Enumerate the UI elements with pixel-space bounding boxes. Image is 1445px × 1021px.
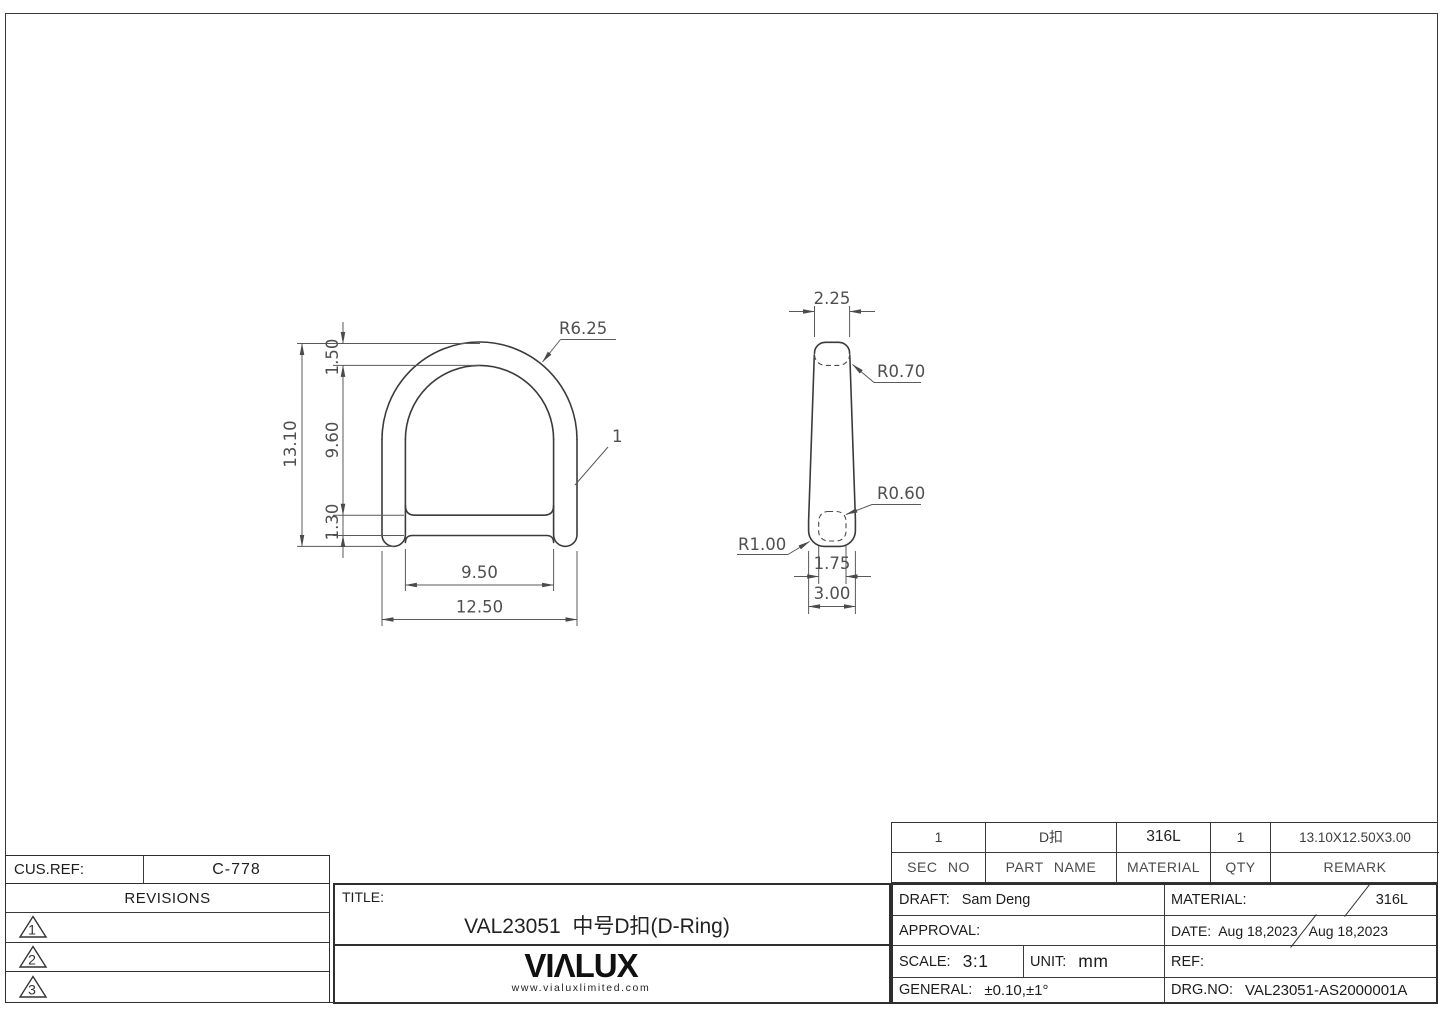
dim-inner-height: 9.60: [323, 422, 342, 459]
revision-triangle-icon: 1: [18, 915, 48, 938]
ref-cell: REF:: [1165, 946, 1436, 978]
dim-top-thickness: 1.50: [323, 339, 342, 376]
drg-no-value: VAL23051-AS2000001A: [1245, 981, 1408, 999]
crossbar-bottom: [404, 534, 555, 544]
ref-label: REF:: [1171, 953, 1205, 970]
dim-bottom-radius: R1.00: [738, 535, 786, 554]
general-cell: GENERAL: ±0.10,±1°: [893, 978, 1165, 1002]
top-cap-hidden: [813, 354, 851, 366]
side-view: [807, 341, 857, 548]
dimension-texts: 13.10 1.50 9.60 1.30 9.50 12.50 R6.25 1 …: [281, 289, 925, 617]
outer-arch: [381, 341, 578, 441]
date-draft: Aug 18,2023: [1218, 922, 1298, 939]
part-qty: 1: [1211, 823, 1271, 853]
top-cap: [813, 341, 851, 355]
parts-table: 1 D扣 316L 1 13.10X12.50X3.00 SEC NO PART…: [891, 822, 1439, 883]
dim-bar-thickness: 1.30: [323, 504, 342, 541]
material-value: 316L: [1375, 892, 1408, 908]
revisions-header: REVISIONS: [6, 884, 329, 913]
header-part-name: PART NAME: [986, 852, 1117, 882]
front-view: [381, 341, 578, 548]
header-qty: QTY: [1211, 852, 1271, 882]
cus-ref-value: C-778: [212, 860, 261, 878]
dimension-lines: [299, 309, 921, 622]
dim-core-radius: R0.60: [877, 484, 925, 503]
dim-core-width: 1.75: [814, 554, 851, 573]
material-cell: MATERIAL: 316L: [1165, 883, 1436, 917]
revision-row: 1: [6, 913, 329, 943]
dim-overall-height: 13.10: [281, 420, 300, 467]
general-value: ±0.10,±1°: [984, 981, 1049, 999]
hidden-lines: [813, 354, 851, 542]
title-box: TITLE: VAL23051 中号D扣(D-Ring): [333, 883, 891, 946]
unit-label: UNIT:: [1030, 953, 1067, 970]
left-leg: [381, 438, 407, 548]
draft-value: Sam Deng: [961, 892, 1031, 908]
crossbar-top: [404, 504, 555, 516]
vialux-logo: VIΛLUX: [524, 947, 638, 984]
part-remark: 13.10X12.50X3.00: [1271, 823, 1439, 853]
draft-label: DRAFT:: [899, 892, 950, 908]
header-material: MATERIAL: [1117, 852, 1211, 882]
dim-top-width: 2.25: [814, 289, 851, 308]
revisions-block: REVISIONS 1 2 3: [5, 883, 330, 1003]
dim-bottom-width: 3.00: [814, 584, 851, 603]
dim-inner-width: 9.50: [461, 563, 498, 582]
logo-box: VIΛLUX www.vialuxlimited.com: [333, 946, 891, 1004]
revision-triangle-icon: 2: [18, 944, 48, 968]
part-sec-no: 1: [892, 823, 986, 853]
approval-cell: APPROVAL:: [893, 916, 1165, 946]
item-balloon: 1: [612, 427, 623, 446]
draft-cell: DRAFT: Sam Deng: [893, 885, 1165, 916]
approval-label: APPROVAL:: [899, 922, 981, 939]
date-cell: DATE: Aug 18,2023 Aug 18,2023: [1165, 913, 1436, 948]
general-label: GENERAL:: [899, 982, 973, 998]
title-block-info: DRAFT: Sam Deng MATERIAL: 316L APPROVAL:…: [891, 883, 1438, 1004]
header-sec-no: SEC NO: [892, 852, 986, 882]
unit-cell: UNIT: mm: [1024, 946, 1165, 978]
cus-ref-block: CUS.REF: C-778: [5, 855, 330, 884]
revision-row: 3: [6, 972, 329, 1002]
date-label: DATE:: [1171, 922, 1212, 939]
unit-value: mm: [1078, 951, 1109, 971]
revision-number: 1: [28, 922, 36, 938]
dim-arc-radius: R6.25: [559, 319, 607, 338]
revision-number: 3: [28, 981, 36, 997]
scale-label: SCALE:: [899, 953, 951, 970]
part-name: D扣: [986, 823, 1117, 853]
revision-row: 2: [6, 943, 329, 972]
material-label: MATERIAL:: [1171, 892, 1247, 908]
revision-number: 2: [28, 951, 36, 967]
material-slash: [1343, 883, 1371, 917]
date-approved: Aug 18,2023: [1308, 922, 1389, 939]
title-label: TITLE:: [342, 889, 385, 905]
header-remark: REMARK: [1323, 859, 1387, 876]
part-material: 316L: [1117, 823, 1211, 853]
drawing-title: VAL23051 中号D扣(D-Ring): [464, 915, 730, 938]
core-hidden: [818, 510, 847, 542]
scale-cell: SCALE: 3:1: [893, 946, 1024, 978]
drg-no-label: DRG.NO:: [1171, 982, 1234, 998]
drg-no-cell: DRG.NO: VAL23051-AS2000001A: [1165, 978, 1436, 1002]
revision-triangle-icon: 3: [18, 974, 48, 998]
scale-value: 3:1: [962, 951, 989, 971]
inner-arch: [404, 364, 555, 441]
vialux-url: www.vialuxlimited.com: [511, 982, 651, 994]
dim-top-radius: R0.70: [877, 362, 925, 381]
body-outline: [807, 354, 857, 548]
right-leg: [552, 438, 578, 548]
dim-outer-width: 12.50: [456, 598, 503, 617]
cus-ref-label: CUS.REF:: [6, 856, 144, 883]
